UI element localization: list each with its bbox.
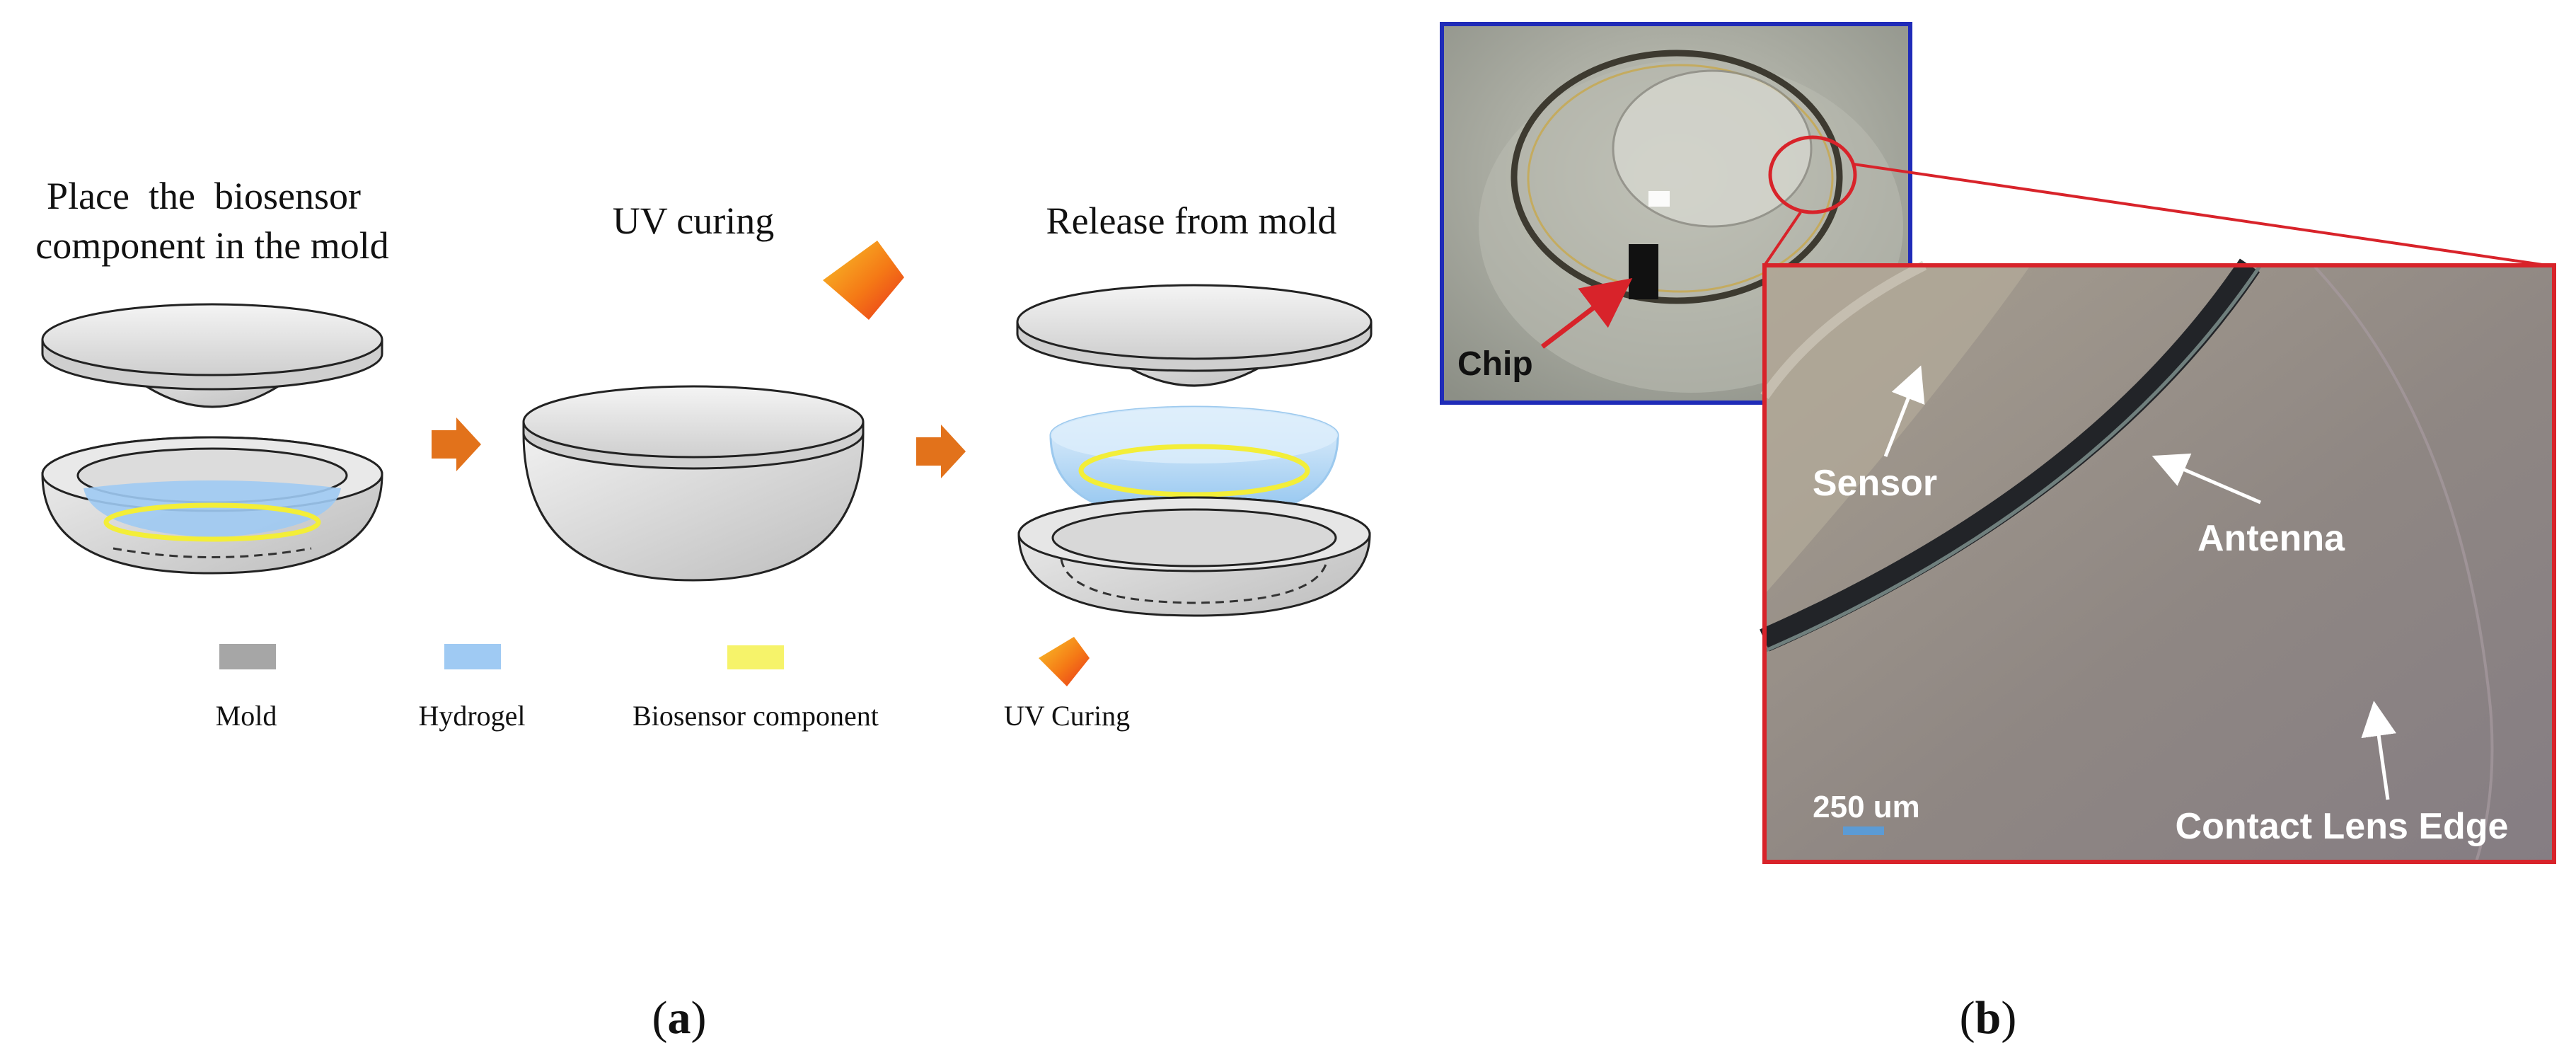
antenna-label: Antenna: [2197, 518, 2345, 559]
sensor-label: Sensor: [1813, 463, 1937, 504]
legend-label-mold: Mold: [216, 700, 277, 732]
legend-swatch-biosensor: [727, 645, 784, 669]
chip: [1629, 244, 1658, 299]
panel-b: Chip Sensor Antenna Contact Lens Edge 25…: [1440, 22, 2556, 1044]
step-1-mold-bottom: [41, 436, 383, 575]
step-1-title-line-1: Place the biosensor: [47, 175, 361, 217]
scale-bar: [1843, 826, 1884, 835]
contact-lens-edge-label: Contact Lens Edge: [2176, 806, 2509, 847]
legend-swatch-mold: [219, 644, 276, 669]
panel-a: Place the biosensor component in the mol…: [35, 175, 1373, 1044]
step-3-mold-top: [1016, 284, 1373, 387]
edge-pointer-arrow: [2361, 701, 2396, 800]
step-1-mold-top: [41, 303, 383, 408]
step-3-mold-bottom: [1017, 496, 1371, 617]
zoom-view: Sensor Antenna Contact Lens Edge 250 um: [1760, 258, 2556, 864]
scale-bar-label: 250 um: [1813, 790, 1920, 824]
process-arrow-2: [916, 425, 966, 478]
step-3-biosensor-ring: [1078, 444, 1310, 497]
step-1-biosensor-ring: [103, 502, 321, 542]
step-1-hydrogel: [83, 480, 341, 538]
uv-curing-icon: [823, 241, 904, 320]
sensor-pointer-arrow: [1883, 365, 1925, 457]
legend-label-uv-curing: UV Curing: [1004, 700, 1130, 732]
legend-label-hydrogel: Hydrogel: [418, 700, 525, 732]
zoom-connector-lower: [1763, 211, 1802, 267]
legend: Mold Hydrogel Biosensor component UV Cur…: [216, 637, 1130, 732]
step-3-title: Release from mold: [1046, 200, 1337, 242]
zoom-region-circle: [1768, 135, 1857, 214]
legend-uv-icon: [1039, 637, 1090, 686]
chip-label: Chip: [1457, 345, 1533, 383]
legend-label-biosensor: Biosensor component: [633, 700, 879, 732]
panel-a-label: (a): [652, 992, 707, 1044]
antenna-trace: [1760, 258, 2260, 652]
antenna-pointer-arrow: [2152, 453, 2261, 505]
step-1-title-line-2: component in the mold: [35, 224, 388, 267]
step-3-released-lens: [1049, 405, 1339, 522]
chip-pointer-arrow: [1540, 278, 1633, 349]
zoom-connector-upper: [1853, 163, 2548, 267]
process-arrow-1: [432, 417, 481, 471]
step-2-closed-mold: [522, 385, 865, 582]
step-2-title: UV curing: [613, 200, 774, 242]
panel-b-label: (b): [1960, 992, 2017, 1044]
legend-swatch-hydrogel: [444, 644, 501, 669]
